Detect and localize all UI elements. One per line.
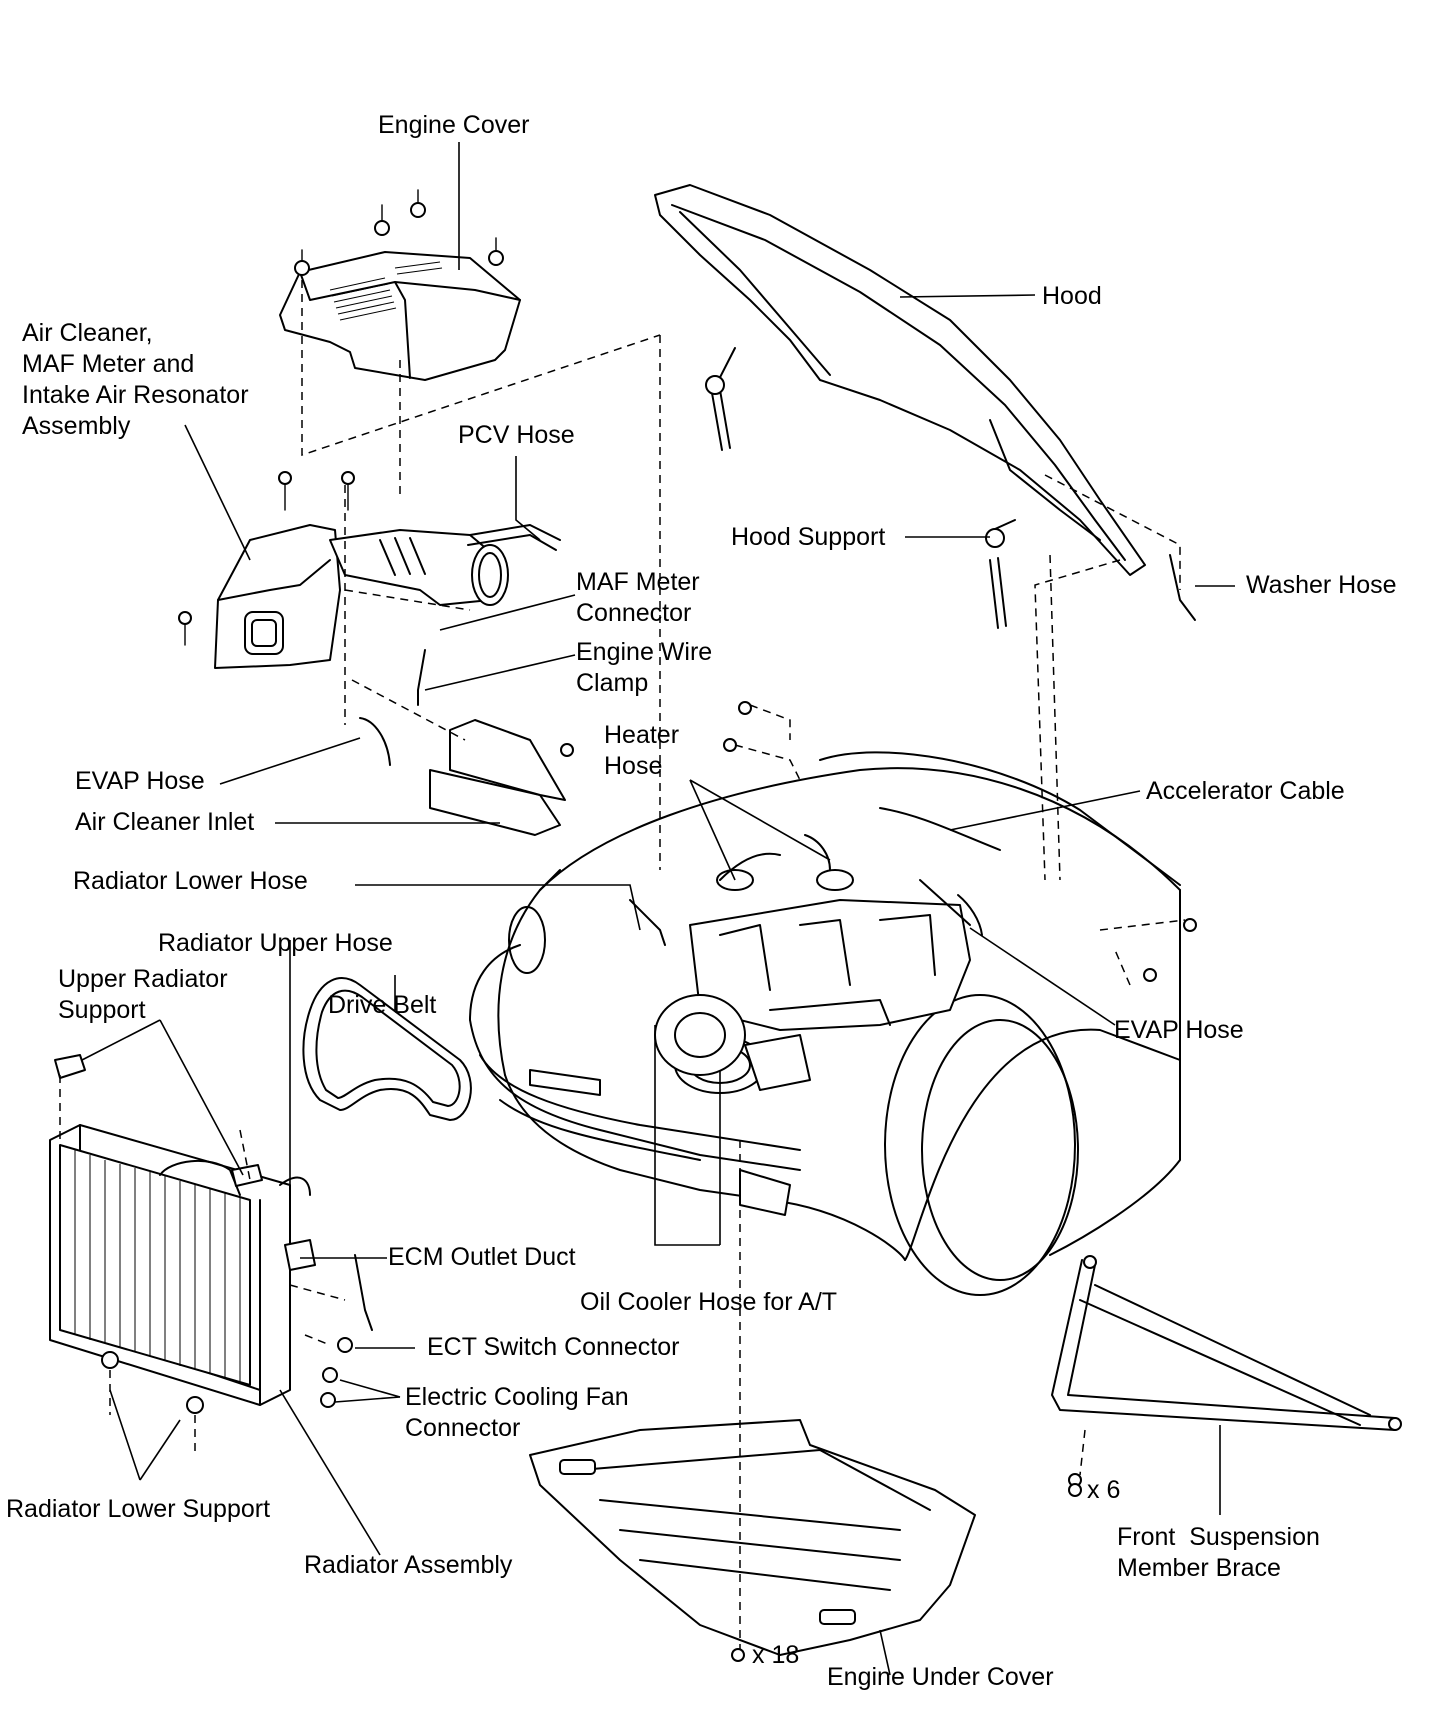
front-suspension-brace-part [1051,1255,1402,1487]
washer-hose-part [1169,554,1196,621]
hood-support-label: Hood Support [731,523,886,551]
fastener-bolts [723,701,1197,982]
radiator-fittings [284,1239,373,1408]
engine-under-cover-part [529,1419,976,1656]
brace-bolt-quantity-label: x 6 [1087,1476,1121,1504]
under-cover-bolt-quantity-label: x 18 [752,1641,800,1669]
drive-belt-label: Drive Belt [328,991,437,1019]
electric-cooling-fan-connector-label: Electric Cooling Fan Connector [405,1383,629,1442]
evap-hose-left-part [359,717,391,766]
bolt-symbol [731,1483,1082,1662]
radiator-upper-hose-label: Radiator Upper Hose [158,929,393,957]
accelerator-cable-part [879,807,1001,851]
leader-lines [81,142,1235,1676]
air-cleaner-assembly-label: Air Cleaner, MAF Meter and Intake Air Re… [22,319,249,440]
upper-radiator-support-part [54,1054,263,1187]
assembly-dashed-lines [59,280,1186,1650]
engine-block-part [629,869,971,1091]
car-body-part [469,751,1181,1296]
heater-hose-label: Heater Hose [604,721,680,780]
radiator-lower-hose-label: Radiator Lower Hose [73,867,308,895]
engine-under-cover-label: Engine Under Cover [827,1663,1054,1691]
radiator-lower-support-label: Radiator Lower Support [6,1495,271,1523]
air-cleaner-inlet-part [429,719,574,836]
engine-wire-clamp-label: Engine Wire Clamp [576,638,713,697]
evap-hose-left-label: EVAP Hose [75,767,205,795]
hood-part [654,184,1146,576]
upper-radiator-support-label: Upper Radiator Support [58,965,228,1024]
air-cleaner-assembly-part [178,471,561,669]
evap-hose-right-label: EVAP Hose [1114,1016,1244,1044]
front-suspension-brace-label: Front Suspension Member Brace [1117,1523,1320,1582]
engine-wire-clamp-part [417,649,426,706]
engine-cover-label: Engine Cover [378,111,530,139]
pcv-hose-label: PCV Hose [458,421,575,449]
accelerator-cable-label: Accelerator Cable [1146,777,1345,805]
hood-support-part [705,347,1016,629]
ecm-outlet-duct-label: ECM Outlet Duct [388,1243,576,1271]
ect-switch-connector-label: ECT Switch Connector [427,1333,680,1361]
maf-meter-connector-label: MAF Meter Connector [576,568,700,627]
oil-cooler-hose-label: Oil Cooler Hose for A/T [580,1288,838,1316]
drive-belt-part [302,977,472,1121]
radiator-assembly-label: Radiator Assembly [304,1551,513,1579]
washer-hose-label: Washer Hose [1246,571,1397,599]
radiator-assembly-part [49,1124,311,1414]
hood-label: Hood [1042,282,1102,310]
engine-cover-part [279,189,521,381]
evap-hose-right-part [957,894,983,936]
air-cleaner-inlet-label: Air Cleaner Inlet [75,808,255,836]
heater-hose-part [719,834,831,881]
